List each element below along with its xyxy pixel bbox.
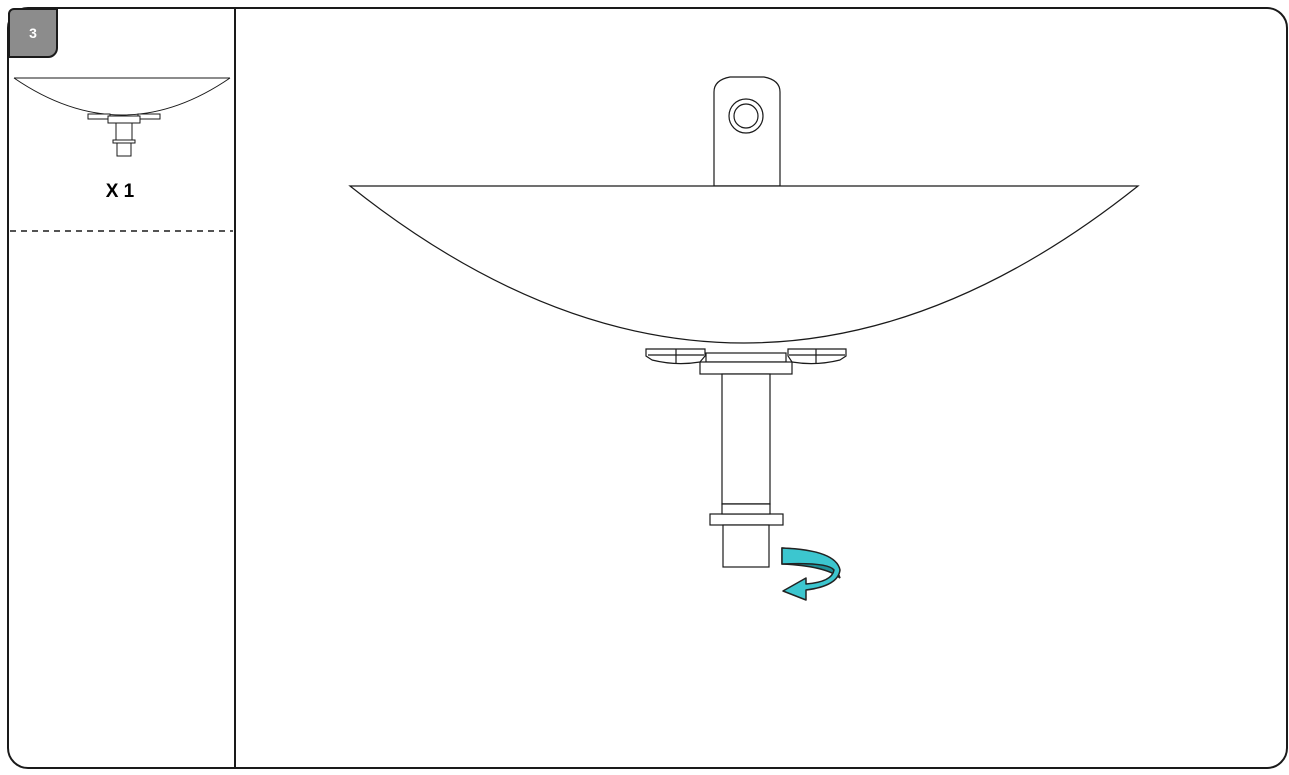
outer-border [7, 7, 1288, 769]
rotate-clockwise-arrow-icon [781, 547, 841, 601]
basin-with-drain-icon [13, 77, 231, 157]
step-number-badge: 3 [8, 8, 58, 58]
drain-assembly [645, 348, 847, 568]
part-quantity-label: X 1 [105, 181, 135, 202]
basin [348, 185, 1140, 344]
faucet [713, 76, 781, 187]
